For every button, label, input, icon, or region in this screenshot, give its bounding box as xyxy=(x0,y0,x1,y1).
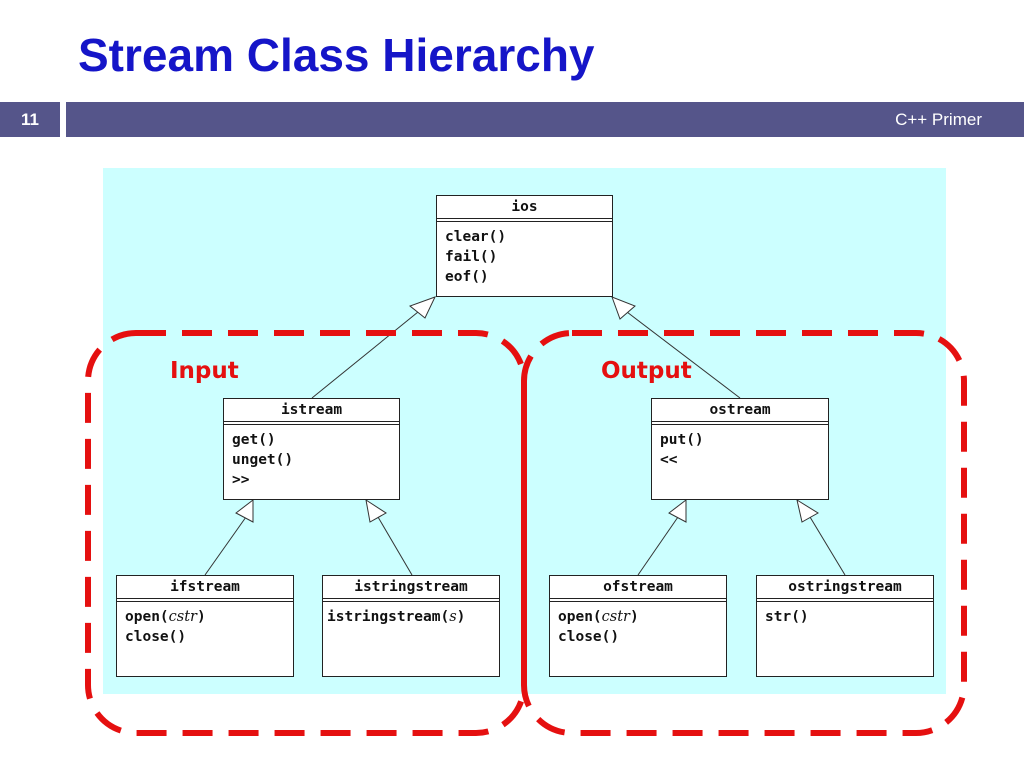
method-fail: fail() xyxy=(445,249,498,265)
edge-ofstream-ostream xyxy=(637,516,679,576)
method-clear: clear() xyxy=(445,229,507,245)
class-box-istringstream: istringstream istringstream(s) xyxy=(322,575,500,677)
method-insert-operator: << xyxy=(660,452,678,468)
input-group-outline xyxy=(85,330,527,736)
method-open-arg: cstr xyxy=(168,609,197,625)
class-name-istream: istream xyxy=(224,399,399,425)
class-methods-ostream: put() << xyxy=(652,425,828,470)
method-ctor-fn: istringstream( xyxy=(327,609,450,625)
method-open-fn: open( xyxy=(558,609,602,625)
edge-ostringstream-ostream xyxy=(809,516,846,576)
class-methods-istringstream: istringstream(s) xyxy=(323,602,499,627)
method-istringstream-ctor: istringstream(s) xyxy=(327,607,491,627)
arrowhead-istringstream-istream xyxy=(365,498,387,523)
method-put: put() xyxy=(660,432,704,448)
method-ctor-arg: s xyxy=(449,609,457,625)
arrowhead-ofstream-ostream xyxy=(668,498,687,523)
class-methods-ifstream: open(cstr) close() xyxy=(117,602,293,647)
class-box-ios: ios clear() fail() eof() xyxy=(436,195,613,297)
class-name-istringstream: istringstream xyxy=(323,576,499,602)
class-methods-ostringstream: str() xyxy=(757,602,933,627)
method-eof: eof() xyxy=(445,269,489,285)
edge-ifstream-istream xyxy=(204,516,247,576)
method-close: close() xyxy=(125,629,187,645)
method-open: open(cstr) xyxy=(558,607,718,627)
edge-istringstream-istream xyxy=(377,516,413,576)
class-methods-istream: get() unget() >> xyxy=(224,425,399,490)
method-open-arg: cstr xyxy=(601,609,630,625)
class-methods-ofstream: open(cstr) close() xyxy=(550,602,726,647)
arrowhead-ifstream-istream xyxy=(235,498,254,523)
class-name-ostringstream: ostringstream xyxy=(757,576,933,602)
method-extract-operator: >> xyxy=(232,472,250,488)
method-open: open(cstr) xyxy=(125,607,285,627)
class-name-ostream: ostream xyxy=(652,399,828,425)
class-methods-ios: clear() fail() eof() xyxy=(437,222,612,287)
arrowhead-ostream-ios xyxy=(611,296,636,320)
class-name-ifstream: ifstream xyxy=(117,576,293,602)
class-box-ofstream: ofstream open(cstr) close() xyxy=(549,575,727,677)
method-open-fn: open( xyxy=(125,609,169,625)
class-box-ostream: ostream put() << xyxy=(651,398,829,500)
method-str: str() xyxy=(765,609,809,625)
slide-title: Stream Class Hierarchy xyxy=(78,29,595,81)
input-group-label: Input xyxy=(170,358,239,384)
edge-istream-ios xyxy=(311,311,419,399)
method-open-close-paren: ) xyxy=(196,609,206,625)
slide-number: 11 xyxy=(0,102,60,137)
arrowhead-istream-ios xyxy=(408,296,436,319)
method-open-close-paren: ) xyxy=(629,609,639,625)
output-group-label: Output xyxy=(601,358,692,384)
class-box-istream: istream get() unget() >> xyxy=(223,398,400,500)
output-group-outline xyxy=(521,330,967,736)
header-bar: C++ Primer xyxy=(66,102,1024,137)
method-ctor-close-paren: ) xyxy=(456,609,466,625)
arrowhead-ostringstream-ostream xyxy=(796,498,819,523)
method-close: close() xyxy=(558,629,620,645)
class-box-ifstream: ifstream open(cstr) close() xyxy=(116,575,294,677)
method-get: get() xyxy=(232,432,276,448)
method-unget: unget() xyxy=(232,452,294,468)
class-box-ostringstream: ostringstream str() xyxy=(756,575,934,677)
edge-ostream-ios xyxy=(626,311,741,399)
header-subtitle: C++ Primer xyxy=(895,109,982,129)
class-name-ios: ios xyxy=(437,196,612,222)
class-name-ofstream: ofstream xyxy=(550,576,726,602)
